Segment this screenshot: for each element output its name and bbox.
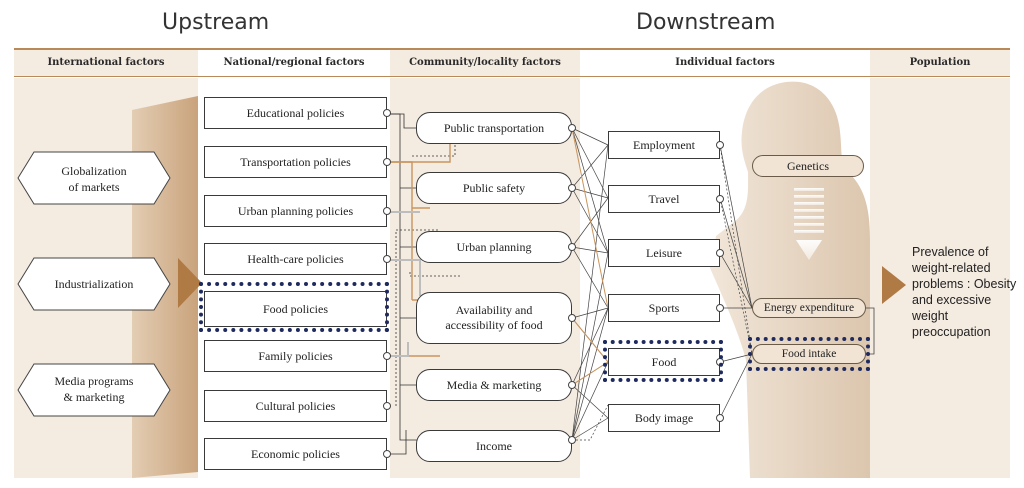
national-cultural-policies: Cultural policies	[204, 390, 387, 422]
population-outcome-text: Prevalence of weight-related problems : …	[912, 245, 1017, 339]
national-economic-policies: Economic policies	[204, 438, 387, 470]
hex-industrialization-text: Industrialization	[55, 277, 134, 291]
highlight-food-policies	[199, 282, 389, 332]
community-column-bg	[390, 78, 580, 478]
knob-transportation	[383, 158, 391, 166]
individual-sports: Sports	[608, 294, 720, 322]
individual-leisure: Leisure	[608, 239, 720, 267]
national-health-care-policies: Health-care policies	[204, 243, 387, 275]
community-public-safety: Public safety	[416, 172, 572, 204]
hex-media-line2: & marketing	[64, 390, 125, 404]
knob-educational	[383, 109, 391, 117]
hex-globalization: Globalization of markets	[17, 151, 171, 205]
national-urban-planning-policies: Urban planning policies	[204, 195, 387, 227]
industrialization-arrow	[178, 258, 202, 308]
knob-availability-food	[568, 314, 576, 322]
header-individual: Individual factors	[580, 50, 870, 76]
header-international: International factors	[14, 50, 198, 76]
hex-globalization-line2: of markets	[69, 180, 120, 194]
national-educational-policies: Educational policies	[204, 97, 387, 129]
knob-media-marketing	[568, 381, 576, 389]
genetics-pill: Genetics	[752, 155, 864, 177]
knob-family	[383, 352, 391, 360]
knob-health-care	[383, 255, 391, 263]
header-bottom-rule	[14, 76, 1010, 77]
knob-urban-planning	[568, 243, 576, 251]
knob-urban-planning-policies	[383, 207, 391, 215]
community-availability-food: Availability and accessibility of food	[416, 292, 572, 344]
highlight-food	[603, 340, 723, 382]
downstream-title: Downstream	[636, 10, 776, 35]
individual-employment: Employment	[608, 131, 720, 159]
knob-travel	[716, 195, 724, 203]
knob-public-safety	[568, 184, 576, 192]
food-intake-pill: Food intake	[752, 344, 866, 364]
national-food-policies: Food policies	[204, 291, 387, 327]
knob-leisure	[716, 249, 724, 257]
header-population: Population	[870, 50, 1010, 76]
upstream-title: Upstream	[162, 10, 270, 35]
individual-body-image: Body image	[608, 404, 720, 432]
header-community: Community/locality factors	[390, 50, 580, 76]
community-public-transportation: Public transportation	[416, 112, 572, 144]
knob-public-transportation	[568, 124, 576, 132]
energy-expenditure-pill: Energy expenditure	[752, 298, 866, 318]
hex-industrialization: Industrialization	[17, 257, 171, 311]
community-media-marketing: Media & marketing	[416, 369, 572, 401]
hex-media: Media programs & marketing	[17, 363, 171, 417]
community-urban-planning: Urban planning	[416, 231, 572, 263]
highlight-food-intake	[748, 337, 870, 371]
header-top-rule	[14, 48, 1010, 50]
knob-body-image	[716, 414, 724, 422]
knob-economic	[383, 450, 391, 458]
hex-media-line1: Media programs	[55, 374, 134, 388]
individual-travel: Travel	[608, 185, 720, 213]
knob-employment	[716, 141, 724, 149]
knob-cultural	[383, 402, 391, 410]
header-national: National/regional factors	[198, 50, 390, 76]
knob-income	[568, 436, 576, 444]
national-family-policies: Family policies	[204, 340, 387, 372]
community-income: Income	[416, 430, 572, 462]
person-silhouette	[710, 81, 870, 478]
national-transportation-policies: Transportation policies	[204, 146, 387, 178]
individual-food: Food	[608, 348, 720, 376]
hex-globalization-line1: Globalization	[61, 164, 126, 178]
population-arrow	[882, 266, 906, 304]
knob-sports	[716, 304, 724, 312]
genetics-down-arrow	[794, 188, 824, 260]
